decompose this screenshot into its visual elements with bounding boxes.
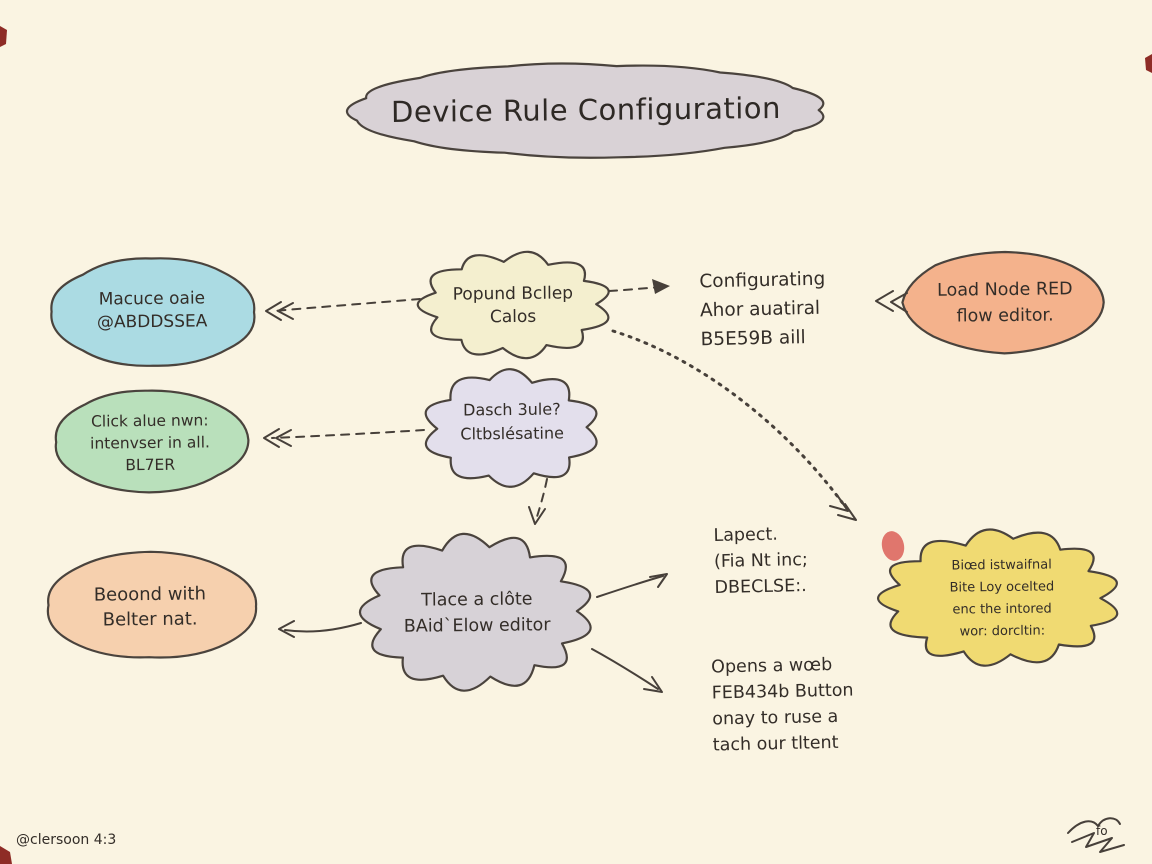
load-node-label: Load Node RED flow editor. [937, 276, 1073, 329]
arrowhead-double-left-account [265, 301, 294, 321]
load-node-box [901, 250, 1105, 355]
text-line: Popund Bcllep [452, 283, 574, 305]
account-blob [50, 257, 256, 367]
edge-mark-bottom-left [0, 846, 12, 864]
signature-doodle [1067, 817, 1125, 853]
arrowhead-right-configurating [652, 279, 670, 294]
dash-rule-cloud [424, 368, 598, 488]
text-line: Beoond with [93, 583, 207, 606]
paint-smudge [881, 531, 905, 561]
arrowhead-double-board [829, 494, 857, 521]
popup-label: Popund Bcllep Calos [453, 282, 574, 329]
text-line: Configurating [699, 268, 826, 293]
credit-text: @clersoon 4:3 [16, 832, 117, 848]
text-line: Dasch 3ule? [462, 399, 561, 420]
signature-text: fo [1096, 824, 1108, 838]
lapect-label: Lapect. (Fia Nt inc; DBECLSE:. [713, 521, 808, 601]
popup-cloud [416, 250, 610, 360]
beyond-blob [46, 550, 258, 659]
page-title: Device Rule Configuration [390, 90, 782, 130]
arrow-dash-to-place-note [535, 478, 548, 521]
arrow-place-to-lapect [596, 575, 664, 598]
text-line: Ahor auatiral [699, 297, 821, 322]
arrow-popup-to-account [273, 298, 421, 312]
arrow-place-to-beyond [284, 622, 362, 633]
arrow-dash-to-click-rule [271, 429, 425, 439]
text-line: Bite Loy ocelted [949, 579, 1055, 596]
text-line: Belter nat. [102, 608, 198, 631]
place-note-label: Tlace a clôte BAid`Elow editor [403, 586, 551, 640]
click-rule-label: Click alue nwn: intenvser in all. BL7ER [90, 409, 210, 476]
configurating-label: Configurating Ahor auatiral B5E59B aill [699, 265, 827, 355]
text-line: Biœd istwaifnal [951, 557, 1052, 574]
edge-mark-top-left [0, 26, 7, 47]
arrowhead-opens-web [643, 676, 663, 693]
account-label: Macuce oaie @ABDDSSEA [97, 287, 208, 334]
text-line: enc the intored [952, 601, 1052, 618]
click-rule-blob [54, 389, 250, 494]
text-line: Cltbslésatine [460, 423, 564, 444]
text-line: DBECLSE:. [714, 576, 807, 598]
text-line: Lapect. [713, 524, 779, 546]
text-line: Calos [489, 306, 537, 328]
text-line: Macuce oaie [98, 288, 206, 310]
arrowhead-down-place-note [528, 506, 546, 525]
text-line: (Fia Nt inc; [713, 550, 808, 572]
dash-rule-label: Dasch 3ule? Cltbslésatine [460, 397, 564, 446]
board-note-cloud [877, 528, 1119, 667]
arrowhead-double-left-click-rule [263, 428, 292, 448]
place-note-cloud [359, 532, 592, 692]
beyond-label: Beoond with Belter nat. [94, 581, 207, 632]
opens-web-label: Opens a wœb FEB434b Button onay to ruse … [711, 652, 855, 759]
text-line: @ABDDSSEA [96, 311, 208, 333]
text-line: BL7ER [125, 455, 176, 475]
text-line: Click alue nwn: [90, 411, 209, 431]
text-line: tach our tltent [712, 732, 839, 756]
edge-mark-top-right [1145, 54, 1152, 73]
arrowhead-double-load-node [875, 290, 908, 313]
arrow-place-to-opens-web [591, 648, 659, 690]
text-line: onay to ruse a [712, 706, 839, 730]
title-banner-blob [345, 62, 825, 159]
text-line: BAid`Elow editor [403, 615, 551, 637]
arrow-popup-curve-to-board [611, 329, 846, 507]
text-line: intenvser in all. [90, 433, 210, 453]
text-line: B5E59B aill [700, 327, 806, 351]
board-note-label: Biœd istwaifnal Bite Loy ocelted enc the… [949, 554, 1055, 643]
text-line: FEB434b Button [711, 680, 854, 704]
text-line: Load Node RED [937, 279, 1073, 301]
text-line: Opens a wœb [710, 654, 833, 678]
arrowhead-left-beyond [278, 620, 295, 638]
text-line: flow editor. [956, 305, 1054, 327]
arrowhead-lapect [649, 573, 668, 588]
text-line: wor: dorcltin: [959, 623, 1046, 640]
text-line: Tlace a clôte [421, 589, 533, 611]
